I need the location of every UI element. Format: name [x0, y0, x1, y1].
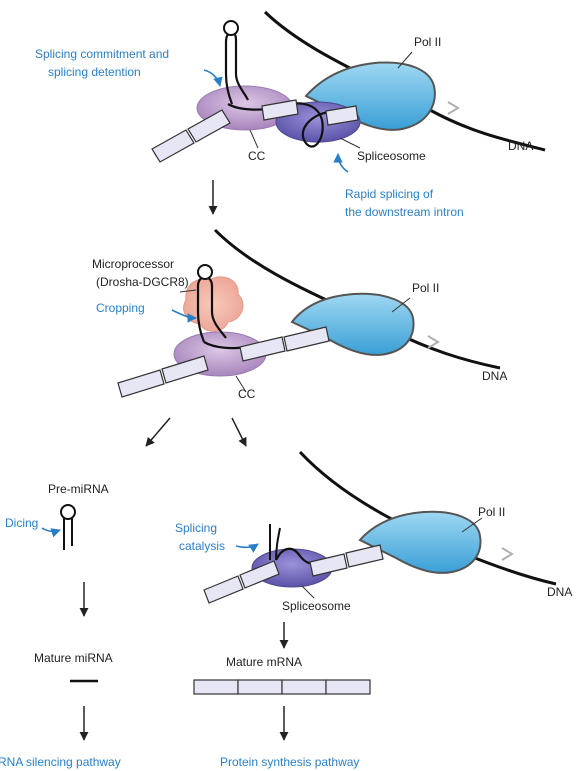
cc-leader-line [249, 129, 259, 149]
panel-middle: Microprocessor (Drosha-DGCR8) Cropping P… [92, 228, 507, 401]
exon-block [261, 99, 299, 121]
microprocessor-label-line2: (Drosha-DGCR8) [96, 275, 189, 289]
exon-block [281, 679, 327, 695]
excised-intron [269, 524, 281, 561]
annotation-commitment-line2: splicing detention [48, 65, 141, 79]
hairpin-loop [223, 20, 239, 36]
annotation-catalysis-line1: Splicing [175, 521, 217, 535]
cc-label: CC [248, 149, 266, 163]
microprocessor-complex [183, 276, 244, 332]
annotation-arrow-icon [203, 69, 223, 87]
hairpin-loop [197, 264, 213, 280]
annotation-cropping: Cropping [96, 301, 145, 315]
exon-block [203, 575, 244, 604]
spliceosome-label: Spliceosome [357, 149, 426, 163]
pol-leader-line [397, 51, 413, 69]
microprocessor-leader-line [179, 289, 197, 293]
pol-leader-line [461, 517, 483, 533]
exon-row [151, 99, 359, 163]
dna-label: DNA [482, 369, 507, 383]
exon-block [237, 679, 283, 695]
arrow-down-icon [231, 417, 247, 447]
pre-mirna-label: Pre-miRNA [48, 482, 109, 496]
spliceosome-leader-line [339, 137, 361, 149]
exon-block [193, 679, 239, 695]
annotation-rapid-line1: Rapid splicing of [345, 187, 434, 201]
exon-block [309, 553, 348, 577]
cc-label: CC [238, 387, 256, 401]
rna-silencing-pathway-label: RNA silencing pathway [0, 755, 121, 769]
mature-mirna-label: Mature miRNA [34, 651, 113, 665]
annotation-arrow-icon [333, 153, 349, 173]
arrow-down-icon [145, 417, 171, 447]
pol-leader-line [391, 297, 411, 313]
pre-mirna-loop [60, 504, 76, 520]
pol-ii-label: Pol II [414, 35, 441, 49]
exon-row [203, 544, 384, 604]
annotation-arrow-icon [171, 309, 197, 323]
exon-block [187, 109, 231, 143]
annotation-dicing: Dicing [5, 516, 38, 530]
transcription-direction-icon [427, 335, 440, 349]
pre-mirna-stem [63, 517, 73, 550]
panel-top: Splicing commitment and splicing detenti… [35, 10, 546, 219]
annotation-arrow-icon [41, 527, 61, 538]
cc-leader-line [235, 375, 247, 393]
exon-block [117, 369, 165, 398]
microprocessor-label-line1: Microprocessor [92, 257, 174, 271]
exon-block [325, 105, 359, 126]
exon-block [151, 129, 195, 163]
exon-block [283, 326, 330, 352]
pol-ii-label: Pol II [412, 281, 439, 295]
pol-ii-label: Pol II [478, 505, 505, 519]
annotation-catalysis-line2: catalysis [179, 539, 225, 553]
annotation-rapid-line2: the downstream intron [345, 205, 464, 219]
exon-block [345, 544, 384, 568]
panel-left: Pre-miRNA Dicing Mature miRNA RNA silenc… [0, 482, 121, 769]
annotation-commitment-line1: Splicing commitment and [35, 47, 169, 61]
mature-mrna-label: Mature mRNA [226, 655, 302, 669]
pol-ii-enzyme [358, 510, 482, 574]
dna-label: DNA [547, 585, 572, 599]
spliceosome-leader-line [301, 585, 315, 599]
exon-block [161, 355, 209, 384]
protein-synthesis-pathway-label: Protein synthesis pathway [220, 755, 359, 769]
exon-block [239, 336, 286, 362]
exon-block [239, 560, 280, 589]
exon-block [325, 679, 371, 695]
transcription-direction-icon [501, 547, 514, 561]
transcription-direction-icon [447, 101, 460, 115]
dna-label: DNA [508, 139, 533, 153]
mature-mrna [193, 679, 371, 695]
exon-row [117, 326, 330, 398]
spliceosome-label: Spliceosome [282, 599, 351, 613]
annotation-arrow-icon [235, 543, 259, 553]
panel-right: Splicing catalysis Pol II DNA Spliceosom… [175, 450, 572, 769]
